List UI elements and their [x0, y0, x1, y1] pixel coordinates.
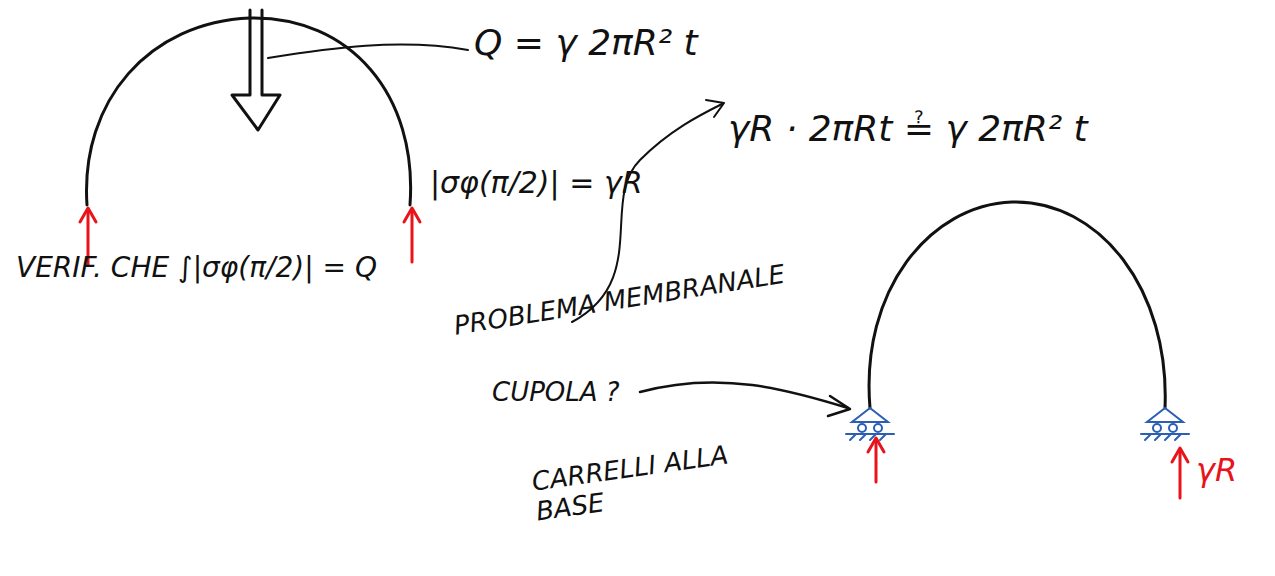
arrow-head — [706, 100, 724, 117]
pointer-arrow — [640, 382, 848, 408]
support-note: CARRELLI ALLA BASE — [530, 440, 736, 527]
roller-support — [846, 408, 894, 440]
problem-note: PROBLEMA MEMBRANALE — [452, 260, 787, 342]
load-arrow — [232, 10, 280, 130]
leader-line — [268, 45, 468, 58]
reaction-arrow — [868, 438, 884, 482]
dome-arch — [869, 202, 1165, 408]
reaction-value: γR — [1196, 452, 1237, 489]
reaction-arrow — [1172, 448, 1188, 498]
check-equation: γR · 2πRt ≟ γ 2πR² t — [728, 108, 1088, 149]
roller-support — [1141, 408, 1189, 440]
verification-note: VERIF. CHE ∫|σφ(π/2)| = Q — [16, 252, 377, 284]
arrow-head — [828, 396, 850, 416]
weight-formula: Q = γ 2πR² t — [474, 22, 698, 63]
question-note: CUPOLA ? — [492, 378, 620, 408]
reaction-arrow — [404, 208, 420, 262]
stress-value: |σφ(π/2)| = γR — [430, 166, 643, 201]
